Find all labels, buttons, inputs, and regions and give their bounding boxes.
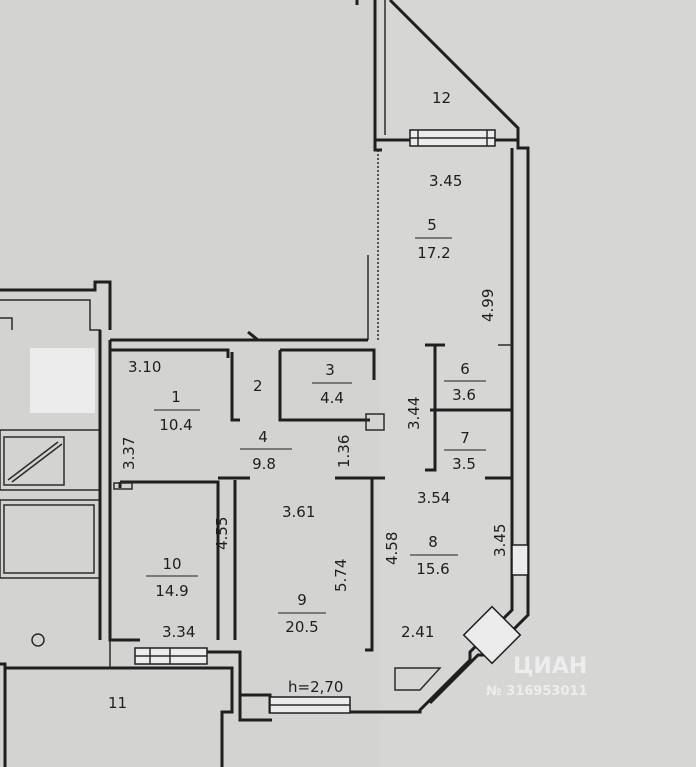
room-5-number: 5: [427, 216, 437, 234]
room-8-number: 8: [428, 533, 438, 551]
room-1-area: 10.4: [159, 416, 192, 434]
room-3-number: 3: [325, 361, 335, 379]
room-4-area: 9.8: [252, 455, 276, 473]
dim-5-74: 5.74: [332, 559, 350, 592]
room-1-number: 1: [171, 388, 181, 406]
dim-3-10: 3.10: [128, 358, 161, 376]
room-9-area: 20.5: [285, 618, 318, 636]
room-6-number: 6: [460, 360, 470, 378]
outer-walls: [0, 140, 530, 767]
dim-4-58: 4.58: [383, 532, 401, 565]
ceiling-height: h=2,70: [288, 678, 343, 696]
room-4-number: 4: [258, 428, 268, 446]
dim-3-37: 3.37: [120, 437, 138, 470]
dim-1-36: 1.36: [335, 435, 353, 468]
dim-3-45-right: 3.45: [491, 524, 509, 557]
shaft-square: [365, 413, 385, 431]
dim-4-99: 4.99: [479, 289, 497, 322]
balcony-12: [355, 0, 520, 147]
dim-3-45-top: 3.45: [429, 172, 462, 190]
dim-4-55: 4.55: [213, 517, 231, 550]
room-12-number: 12: [432, 89, 451, 107]
room-3-area: 4.4: [320, 389, 344, 407]
room-2-number: 2: [253, 377, 263, 395]
dim-3-34: 3.34: [162, 623, 195, 641]
dim-3-61: 3.61: [282, 503, 315, 521]
interior-walls: [110, 343, 512, 652]
dim-3-54: 3.54: [417, 489, 450, 507]
watermark: ЦИАН № 316953011: [486, 654, 588, 699]
dim-3-44: 3.44: [405, 397, 423, 430]
room-9-number: 9: [297, 591, 307, 609]
room-10-area: 14.9: [155, 582, 188, 600]
watermark-brand: ЦИАН: [513, 654, 587, 679]
room-6-area: 3.6: [452, 386, 476, 404]
room-7-number: 7: [460, 429, 470, 447]
room-8-area: 15.6: [416, 560, 449, 578]
room-11-number: 11: [108, 694, 127, 712]
dimension-labels: 3.45 4.99 3.10 3.37 3.44 1.36 3.54 3.61 …: [120, 172, 509, 696]
room-labels: 12 5 17.2 1 10.4 2 3 4.4 4 9.8 6 3.6 7 3…: [108, 89, 486, 712]
room-10-number: 10: [162, 555, 181, 573]
watermark-id: № 316953011: [486, 684, 588, 699]
room-5-area: 17.2: [417, 244, 450, 262]
room-7-area: 3.5: [452, 455, 476, 473]
dim-2-41: 2.41: [401, 623, 434, 641]
shaft-block: [30, 348, 95, 413]
